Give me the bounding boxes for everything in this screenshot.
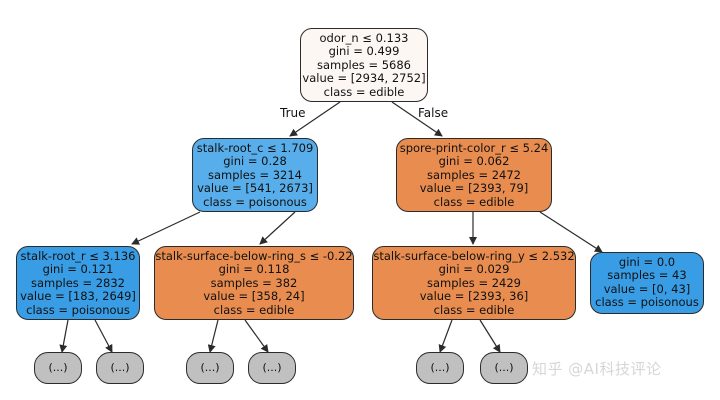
- node-right-left-samples: samples = 2429: [426, 275, 522, 290]
- node-left-right-value: value = [358, 24]: [203, 289, 305, 304]
- edge-lr-to-elided-2: [244, 319, 269, 353]
- node-left-right-gini: gini = 0.118: [218, 262, 290, 277]
- node-left-left: stalk-root_r ≤ 3.136 gini = 0.121 sample…: [16, 246, 140, 320]
- node-right-left-split: stalk-surface-below-ring_y ≤ 2.532: [373, 249, 575, 263]
- edge-root-to-left: [289, 101, 341, 137]
- edge-root-to-right: [391, 101, 443, 137]
- edge-rl-to-elided-2: [479, 319, 501, 353]
- elided-subtree-6: (...): [480, 352, 528, 384]
- node-left-value: value = [541, 2673]: [197, 181, 313, 196]
- elided-subtree-5: (...): [416, 352, 464, 384]
- root-node: odor_n ≤ 0.133 gini = 0.499 samples = 56…: [300, 28, 428, 102]
- node-left-left-value: value = [183, 2649]: [20, 289, 136, 304]
- root-split: odor_n ≤ 0.133: [319, 31, 409, 45]
- elided-subtree-2: (...): [96, 352, 144, 384]
- true-edge-label: True: [280, 106, 306, 120]
- node-left-samples: samples = 3214: [207, 167, 303, 182]
- elided-subtree-3: (...): [186, 352, 234, 384]
- node-right-left-value: value = [2393, 36]: [419, 289, 529, 304]
- node-right-value: value = [2393, 79]: [419, 181, 529, 196]
- node-right-left-class: class = edible: [433, 302, 515, 317]
- node-right-right-samples: samples = 43: [607, 268, 687, 283]
- root-gini: gini = 0.499: [328, 44, 400, 59]
- node-right-left-gini: gini = 0.029: [438, 262, 510, 277]
- node-right-class: class = edible: [433, 194, 515, 209]
- elided-subtree-4: (...): [248, 352, 296, 384]
- node-left-right-split: stalk-surface-below-ring_s ≤ -0.22: [155, 249, 353, 263]
- node-right-split: spore-print-color_r ≤ 5.24: [399, 141, 549, 155]
- node-left-left-split: stalk-root_r ≤ 3.136: [20, 249, 136, 263]
- edge-rl-to-elided-1: [438, 319, 453, 353]
- edge-ll-to-elided-1: [59, 319, 69, 353]
- edge-right-to-right-right: [539, 211, 603, 253]
- edge-left-to-left-left: [131, 211, 201, 245]
- node-left-class: class = poisonous: [203, 194, 307, 209]
- node-left-split: stalk-root_c ≤ 1.709: [196, 141, 314, 155]
- node-left-right-class: class = edible: [213, 302, 295, 317]
- false-edge-label: False: [418, 106, 449, 120]
- root-class: class = edible: [323, 84, 405, 99]
- node-right-samples: samples = 2472: [426, 167, 522, 182]
- elided-subtree-1: (...): [34, 352, 82, 384]
- root-value: value = [2934, 2752]: [302, 71, 426, 86]
- node-right-right-gini: gini = 0.0: [618, 255, 676, 269]
- node-left-right-samples: samples = 382: [210, 275, 298, 290]
- edge-left-to-left-right: [259, 211, 296, 245]
- edge-ll-to-elided-2: [94, 319, 113, 353]
- node-right-right-value: value = [0, 43]: [603, 281, 691, 296]
- node-right-left: stalk-surface-below-ring_y ≤ 2.532 gini …: [372, 246, 576, 320]
- root-samples: samples = 5686: [316, 57, 412, 72]
- edge-lr-to-elided-1: [207, 319, 219, 353]
- node-right-gini: gini = 0.062: [438, 154, 510, 169]
- node-right: spore-print-color_r ≤ 5.24 gini = 0.062 …: [396, 138, 552, 212]
- node-left-right: stalk-surface-below-ring_s ≤ -0.22 gini …: [154, 246, 354, 320]
- node-left-left-class: class = poisonous: [26, 302, 130, 317]
- node-right-right-class: class = poisonous: [595, 295, 699, 310]
- watermark: 知乎 @AI科技评论: [532, 360, 662, 378]
- node-left-left-samples: samples = 2832: [30, 275, 126, 290]
- node-right-right: gini = 0.0 samples = 43 value = [0, 43] …: [590, 252, 704, 314]
- node-left: stalk-root_c ≤ 1.709 gini = 0.28 samples…: [192, 138, 318, 212]
- node-left-gini: gini = 0.28: [223, 154, 287, 169]
- node-left-left-gini: gini = 0.121: [42, 262, 114, 277]
